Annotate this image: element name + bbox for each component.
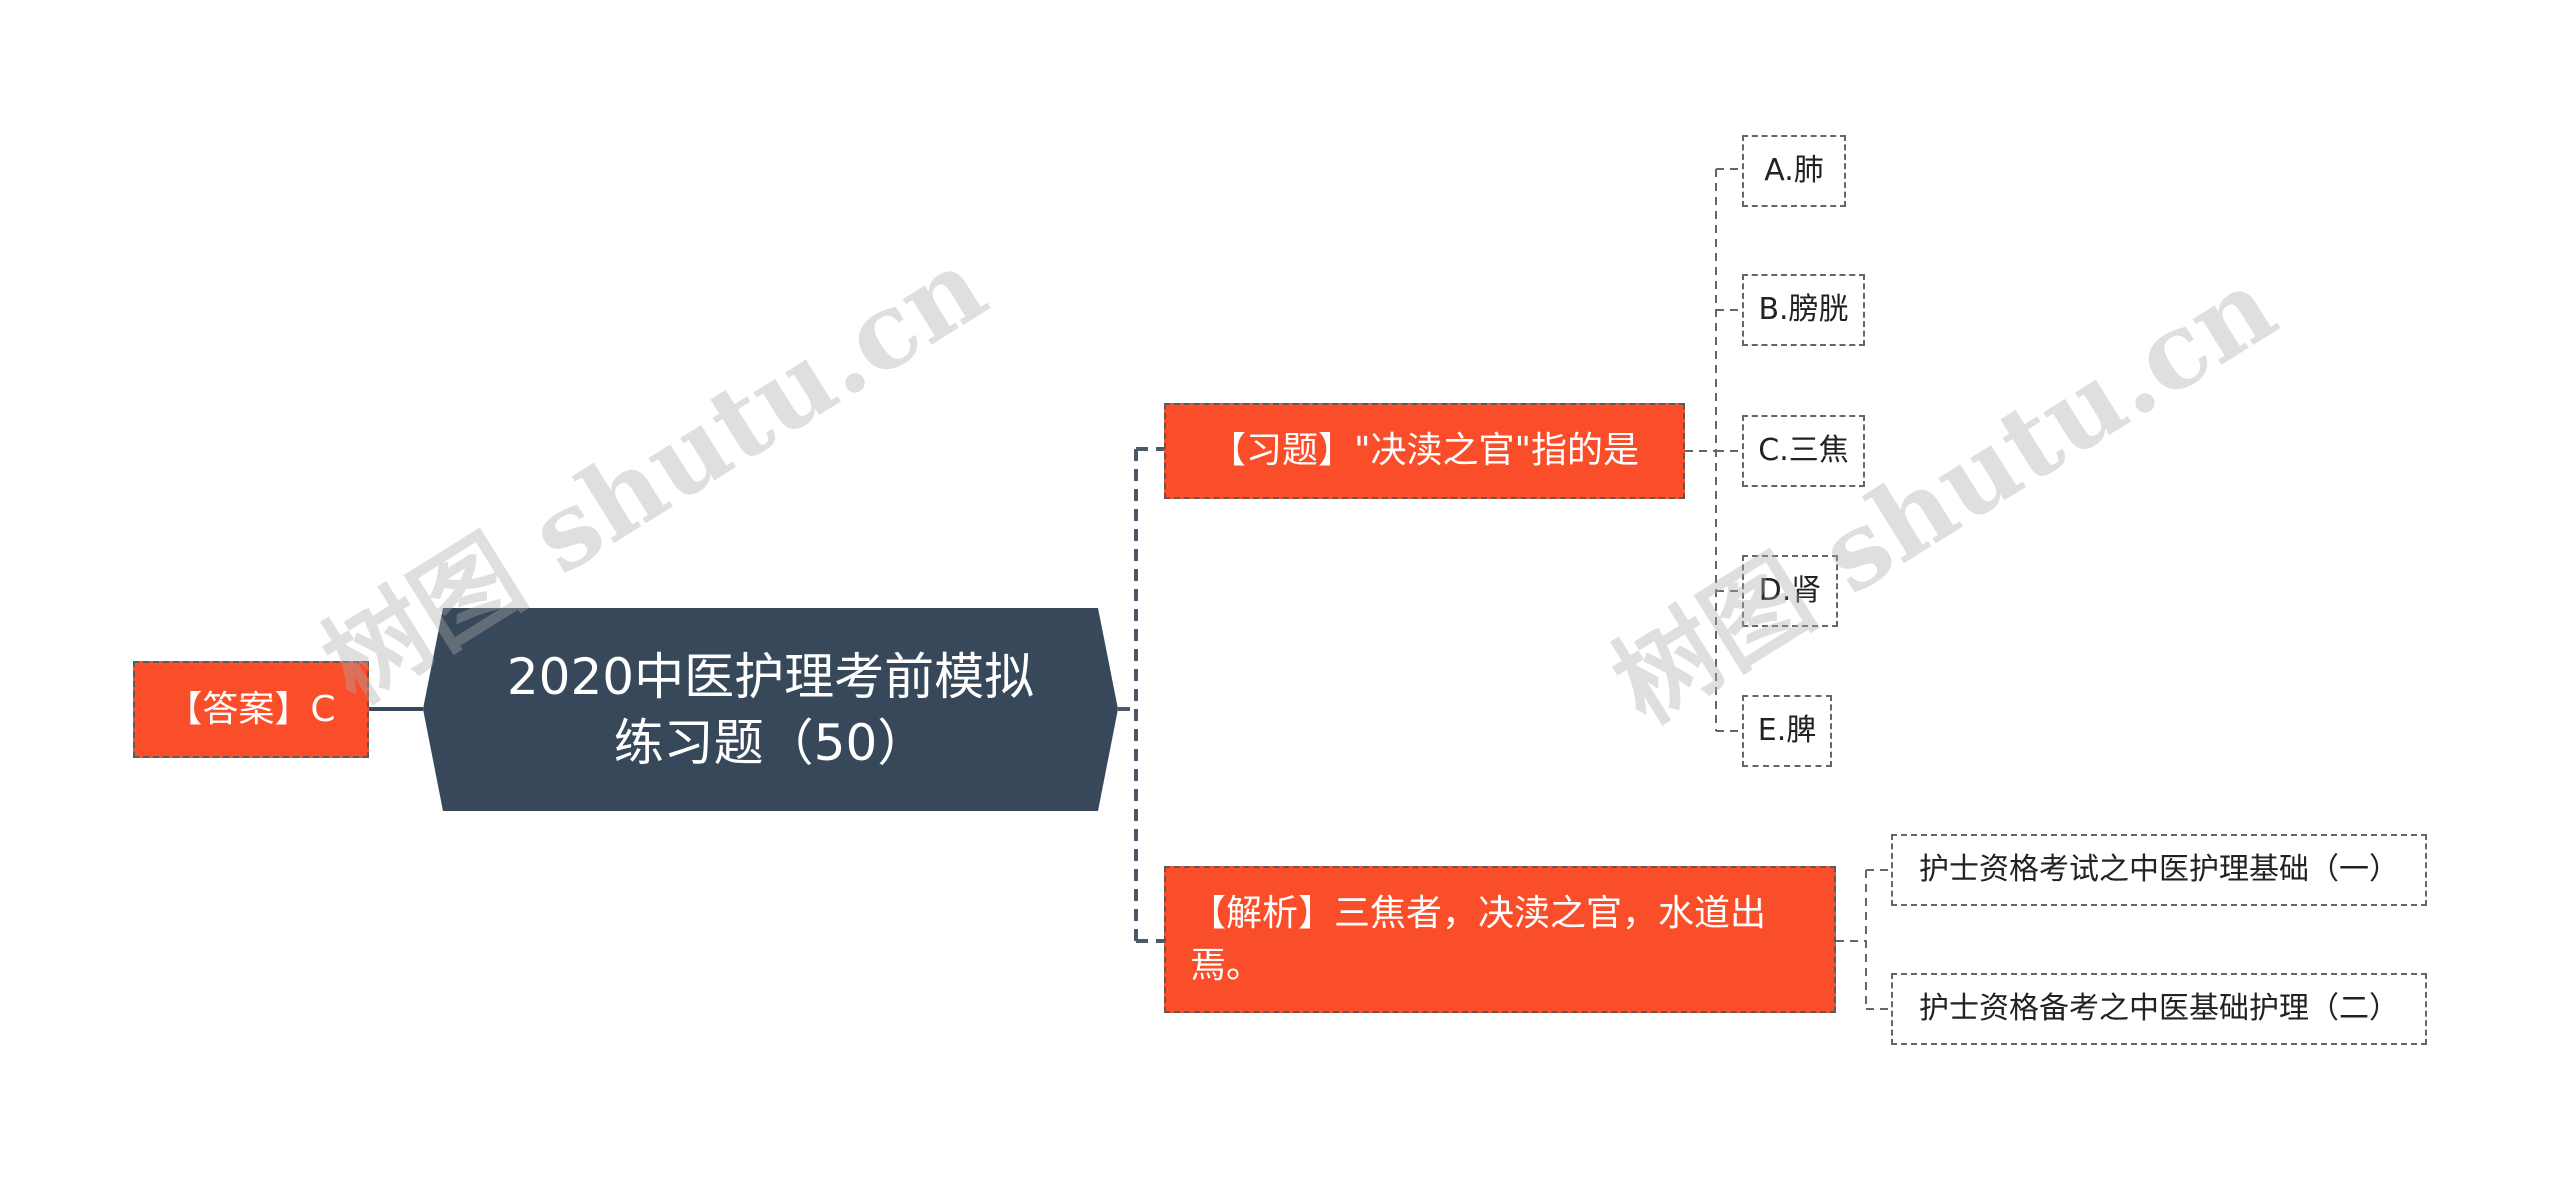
- option-d-label: D.肾: [1758, 573, 1822, 608]
- question-label: 【习题】"决渎之官"指的是: [1209, 430, 1640, 471]
- option-a-label: A.肺: [1764, 153, 1824, 188]
- answer-node[interactable]: 【答案】C: [133, 661, 369, 758]
- option-b-label: B.膀胱: [1758, 292, 1849, 327]
- root-shape: [423, 608, 1118, 811]
- connector-question-options: [1685, 168, 1742, 732]
- root-hexagon: [423, 608, 1118, 811]
- related-link-2-label: 护士资格备考之中医基础护理（二）: [1919, 991, 2399, 1026]
- root-title: 2020中医护理考前模拟练习题（50）: [506, 647, 1035, 772]
- root-node[interactable]: 2020中医护理考前模拟练习题（50）: [423, 608, 1118, 811]
- option-c-label: C.三焦: [1758, 433, 1849, 468]
- option-a-node[interactable]: A.肺: [1742, 135, 1846, 207]
- option-e-node[interactable]: E.脾: [1742, 695, 1832, 767]
- analysis-node[interactable]: 【解析】三焦者，决渎之官，水道出焉。: [1164, 866, 1836, 1013]
- related-link-2[interactable]: 护士资格备考之中医基础护理（二）: [1891, 973, 2427, 1045]
- related-link-1-label: 护士资格考试之中医护理基础（一）: [1919, 852, 2399, 887]
- option-e-label: E.脾: [1757, 713, 1817, 748]
- related-link-1[interactable]: 护士资格考试之中医护理基础（一）: [1891, 834, 2427, 906]
- connector-root-branches: [1118, 447, 1164, 943]
- question-node[interactable]: 【习题】"决渎之官"指的是: [1164, 403, 1685, 499]
- analysis-label: 【解析】三焦者，决渎之官，水道出焉。: [1190, 892, 1767, 986]
- option-b-node[interactable]: B.膀胱: [1742, 274, 1865, 346]
- option-c-node[interactable]: C.三焦: [1742, 415, 1865, 487]
- connector-analysis-links: [1836, 869, 1891, 1010]
- option-d-node[interactable]: D.肾: [1742, 555, 1838, 627]
- answer-label: 【答案】C: [166, 688, 336, 730]
